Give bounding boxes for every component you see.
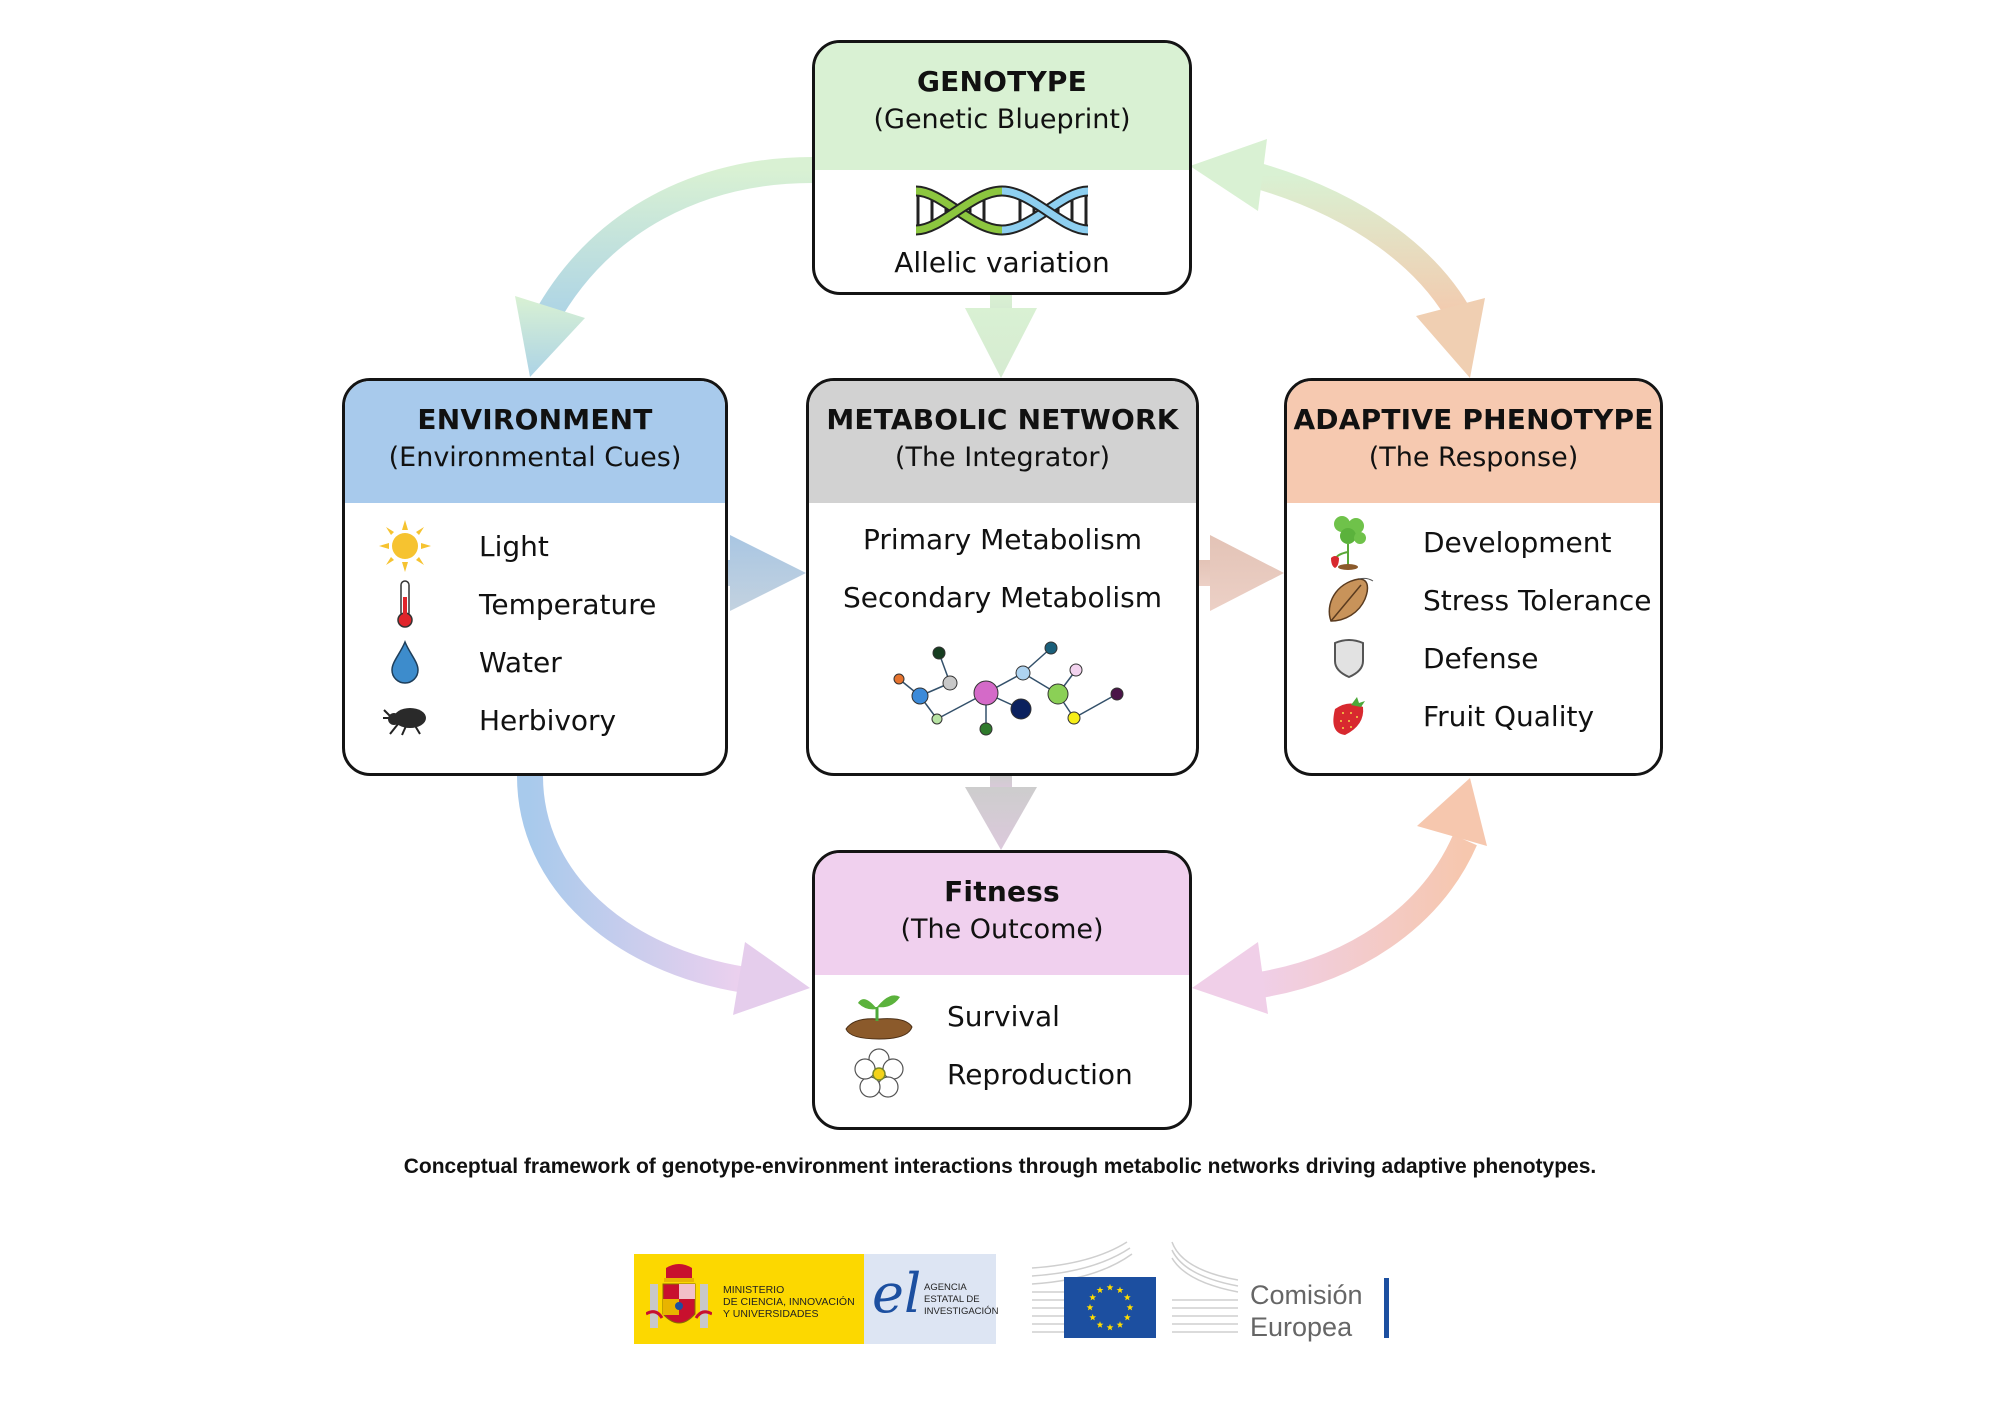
genotype-subtitle: (Genetic Blueprint)	[873, 104, 1131, 135]
fitness-subtitle: (The Outcome)	[900, 914, 1104, 945]
network-graph-icon	[893, 641, 1124, 736]
flower-icon	[843, 1048, 915, 1099]
metabolic-item-label: Primary Metabolism	[863, 523, 1142, 556]
fitness-header: Fitness (The Outcome)	[815, 853, 1189, 975]
phenotype-item: Stress Tolerance	[1319, 575, 1651, 625]
phenotype-item-label: Development	[1423, 525, 1612, 559]
beetle-icon	[375, 695, 435, 745]
ec-divider-bar	[1384, 1278, 1389, 1338]
seedling-icon	[843, 991, 915, 1041]
metabolic-subtitle: (The Integrator)	[894, 442, 1111, 473]
agency-line-2: ESTATAL DE	[924, 1294, 980, 1305]
genotype-title: GENOTYPE	[917, 65, 1087, 98]
shield-icon	[1319, 633, 1379, 683]
eu-star	[1086, 1303, 1094, 1311]
fitness-item-label: Reproduction	[947, 1057, 1133, 1091]
metabolic-network-box: METABOLIC NETWORK (The Integrator) Prima…	[806, 378, 1199, 776]
european-commission-logo: Comisión Europea	[1022, 1240, 1402, 1350]
phenotype-item: Defense	[1319, 633, 1538, 683]
ec-name-line-2: Europea	[1250, 1312, 1353, 1342]
dna-icon	[915, 185, 1089, 236]
sun-icon	[375, 520, 435, 572]
environment-title: ENVIRONMENT	[417, 403, 653, 436]
eu-star	[1116, 1321, 1124, 1328]
fitness-item: Reproduction	[843, 1048, 1133, 1099]
arrow-genotype-to-environment	[515, 157, 813, 377]
environment-item: Water	[375, 637, 562, 687]
ministry-line-3: Y UNIVERSIDADES	[723, 1308, 819, 1320]
phenotype-title: ADAPTIVE PHENOTYPE	[1293, 403, 1654, 436]
environment-header: ENVIRONMENT (Environmental Cues)	[345, 381, 725, 503]
eu-star	[1123, 1293, 1131, 1301]
thermometer-icon	[375, 579, 435, 629]
phenotype-subtitle: (The Response)	[1368, 442, 1579, 473]
ec-name-line-1: Comisión	[1250, 1280, 1363, 1310]
environment-item-label: Temperature	[479, 587, 657, 621]
water-drop-icon	[375, 637, 435, 687]
arrow-environment-to-metabolic	[728, 535, 806, 611]
fitness-item-label: Survival	[947, 999, 1060, 1033]
fitness-item: Survival	[843, 991, 1060, 1041]
environment-subtitle: (Environmental Cues)	[388, 442, 682, 473]
environment-item: Light	[375, 520, 549, 572]
strawberry-plant-icon	[1319, 516, 1379, 570]
fitness-box: Fitness (The Outcome) Survival	[812, 850, 1192, 1130]
environment-box: ENVIRONMENT (Environmental Cues) Light	[342, 378, 728, 776]
phenotype-item-label: Fruit Quality	[1423, 699, 1595, 733]
figure-caption: Conceptual framework of genotype-environ…	[403, 1155, 1597, 1178]
phenotype-item: Fruit Quality	[1319, 691, 1594, 741]
environment-item: Temperature	[375, 579, 656, 629]
eu-star	[1096, 1321, 1104, 1328]
genotype-header: GENOTYPE (Genetic Blueprint)	[815, 43, 1189, 170]
eu-star	[1126, 1303, 1134, 1311]
ministry-line-1: MINISTERIO	[723, 1284, 785, 1296]
phenotype-item-label: Defense	[1423, 641, 1539, 675]
adaptive-phenotype-box: ADAPTIVE PHENOTYPE (The Response) Develo…	[1284, 378, 1663, 776]
arrow-metabolic-to-fitness	[965, 776, 1037, 850]
eu-star	[1089, 1313, 1097, 1321]
eu-star	[1089, 1293, 1097, 1301]
eu-star	[1106, 1283, 1114, 1291]
arrow-phenotype-fitness	[1192, 778, 1487, 1014]
genotype-box: GENOTYPE (Genetic Blueprint) A	[812, 40, 1192, 295]
environment-item-label: Light	[479, 529, 549, 563]
environment-item-label: Water	[479, 645, 562, 679]
environment-item: Herbivory	[375, 695, 616, 745]
arrow-metabolic-to-phenotype	[1199, 535, 1284, 611]
ec-building-lines-icon	[1031, 1241, 1239, 1333]
eu-star	[1123, 1313, 1131, 1321]
arrow-genotype-phenotype	[1190, 139, 1485, 378]
metabolic-title: METABOLIC NETWORK	[826, 403, 1179, 436]
strawberry-icon	[1319, 691, 1379, 741]
genotype-item-label: Allelic variation	[894, 246, 1110, 279]
agency-mark: el	[872, 1262, 922, 1325]
ministry-logo: MINISTERIO DE CIENCIA, INNOVACIÓN Y UNIV…	[634, 1254, 864, 1344]
spain-coat-of-arms-icon	[646, 1264, 712, 1328]
ministry-line-2: DE CIENCIA, INNOVACIÓN	[723, 1296, 855, 1308]
phenotype-item-label: Stress Tolerance	[1423, 583, 1652, 617]
environment-item-label: Herbivory	[479, 703, 617, 737]
eu-star	[1106, 1323, 1114, 1331]
phenotype-header: ADAPTIVE PHENOTYPE (The Response)	[1287, 381, 1660, 503]
agency-line-1: AGENCIA	[924, 1282, 967, 1293]
metabolic-header: METABOLIC NETWORK (The Integrator)	[809, 381, 1196, 503]
phenotype-item: Development	[1319, 516, 1612, 570]
agency-line-3: INVESTIGACIÓN	[924, 1306, 999, 1317]
dry-leaf-icon	[1319, 575, 1379, 625]
arrow-environment-to-fitness	[517, 775, 810, 1015]
agency-logo: el AGENCIA ESTATAL DE INVESTIGACIÓN	[864, 1254, 999, 1344]
eu-flag-icon	[1064, 1277, 1156, 1338]
metabolic-item-label: Secondary Metabolism	[842, 581, 1163, 614]
eu-star	[1096, 1286, 1104, 1294]
eu-star	[1116, 1286, 1124, 1294]
arrow-genotype-to-metabolic	[965, 295, 1037, 378]
fitness-title: Fitness	[944, 875, 1060, 908]
